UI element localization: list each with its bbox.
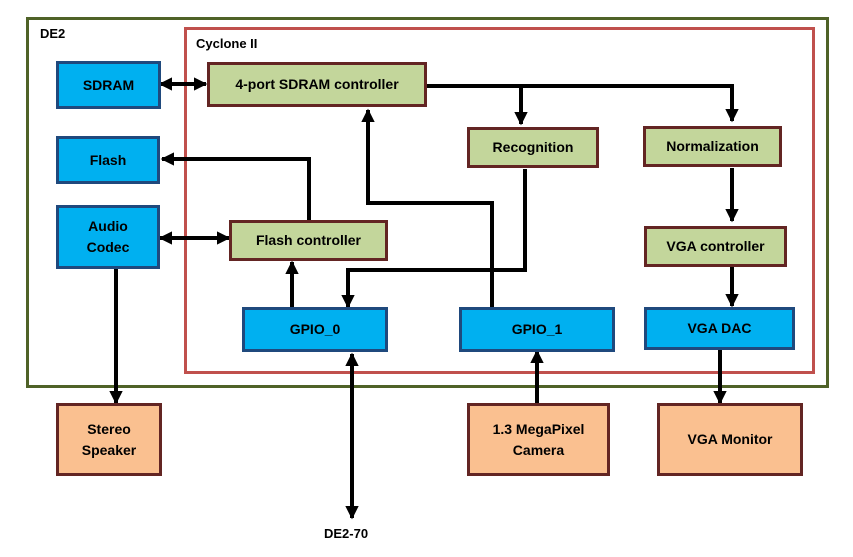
vga-monitor-block: VGA Monitor: [657, 403, 803, 476]
controller-to-recognition-link: [427, 84, 528, 126]
sdram-controller-block: 4-port SDRAM controller: [207, 62, 427, 107]
stereo-speaker-block: Stereo Speaker: [56, 403, 162, 476]
gpio-0-block: GPIO_0: [242, 307, 388, 352]
flash-block: Flash: [56, 136, 160, 184]
flash-controller-block: Flash controller: [229, 220, 388, 261]
cyclone-ii-label: Cyclone II: [196, 36, 258, 51]
controller-to-normalization-link: [521, 84, 739, 123]
vga-controller-block: VGA controller: [644, 226, 787, 267]
recognition-block: Recognition: [467, 127, 599, 168]
de2-board-frame: [26, 17, 829, 388]
cyclone-ii-fpga-frame: [184, 27, 815, 374]
flash-controller-to-flash-link: [160, 152, 311, 220]
sdram-block: SDRAM: [56, 61, 161, 109]
audio-codec-block: Audio Codec: [56, 205, 160, 269]
camera-block: 1.3 MegaPixel Camera: [467, 403, 610, 476]
gpio-1-block: GPIO_1: [459, 307, 615, 352]
de2-70-label: DE2-70: [324, 526, 369, 541]
de2-board-label: DE2: [40, 26, 66, 41]
gpio1-to-controller-link: [361, 108, 494, 309]
normalization-block: Normalization: [643, 126, 782, 167]
vga-dac-block: VGA DAC: [644, 307, 795, 350]
recognition-to-gpio0-link: [341, 169, 527, 309]
